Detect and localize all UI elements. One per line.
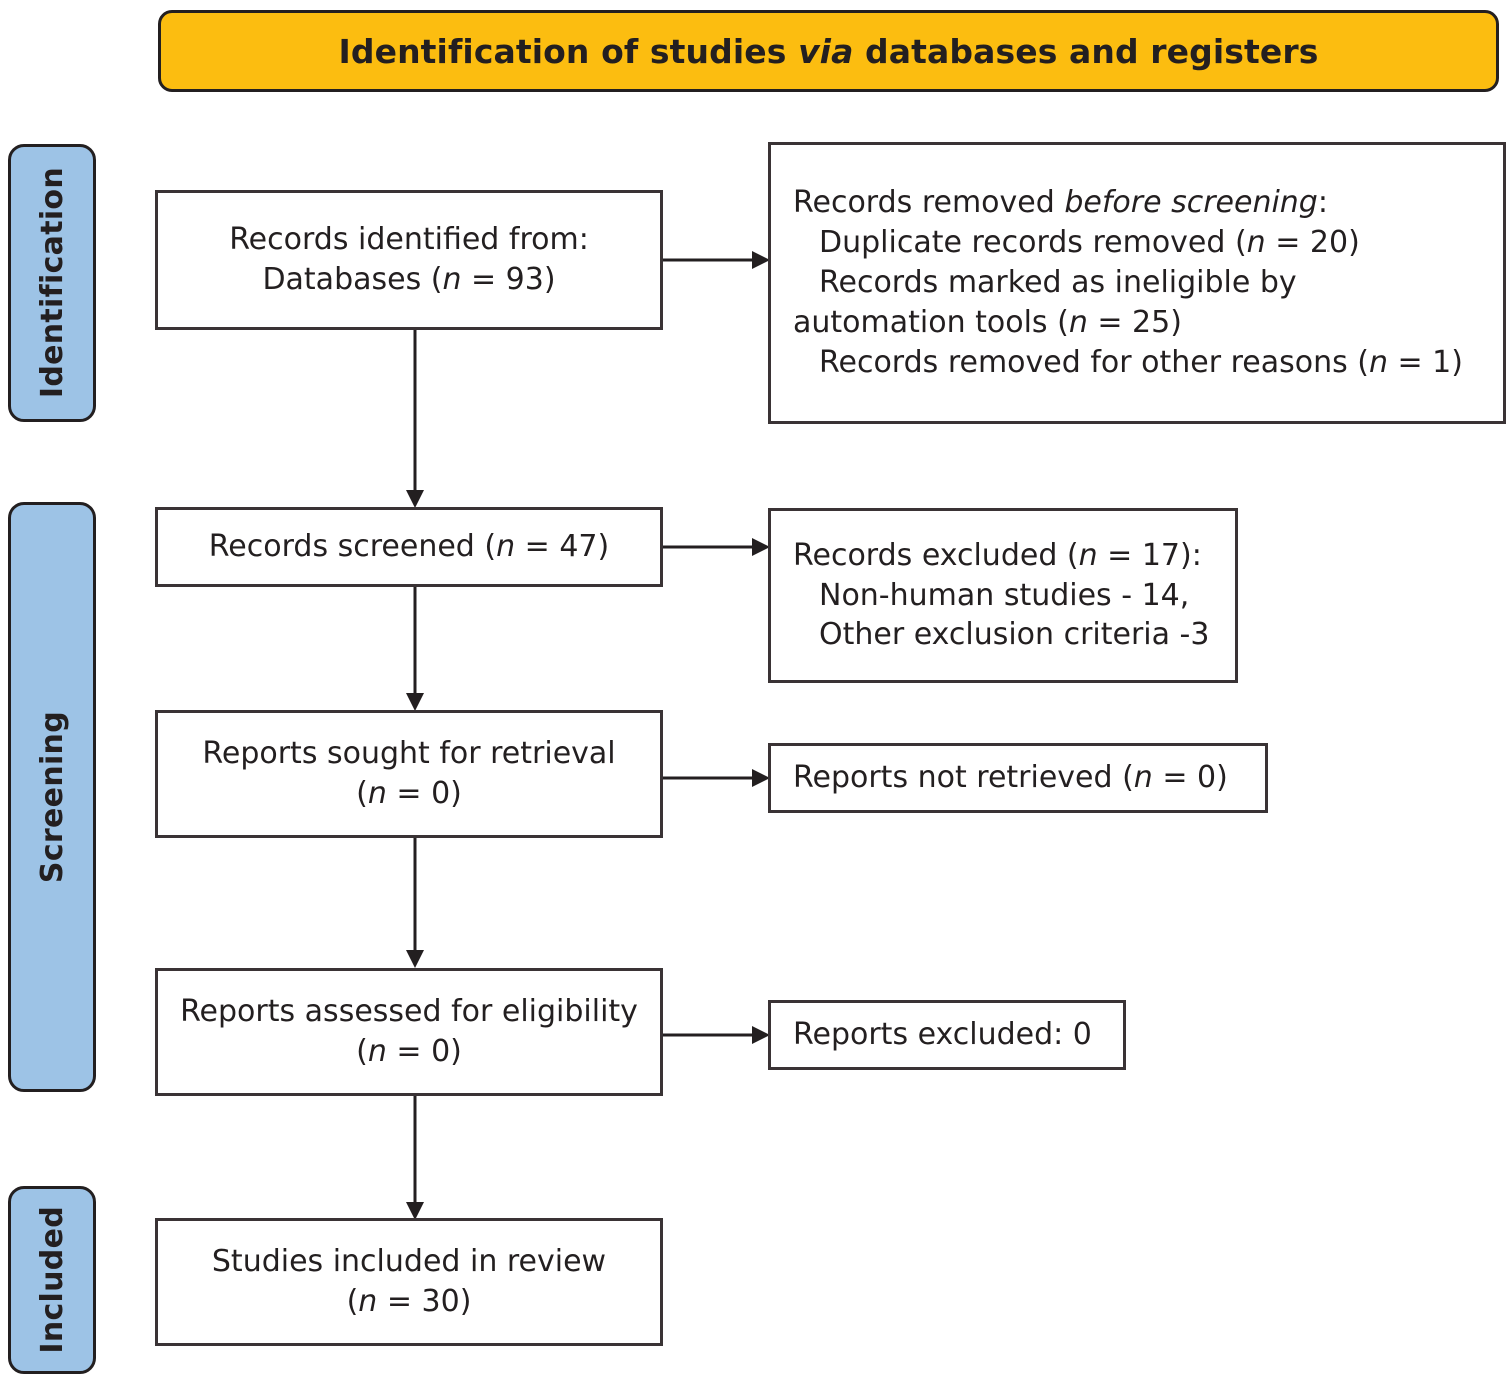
box-line: Records identified from: — [229, 222, 589, 258]
italic-n: n — [367, 776, 387, 811]
box-line: Records screened (n = 47) — [158, 527, 660, 567]
italic-n: n — [358, 1284, 378, 1319]
arrow-identified-to-screened — [401, 330, 429, 510]
line-suffix: = 0) — [386, 776, 462, 811]
box-reports-sought-for-retrieval: Reports sought for retrieval (n = 0) — [155, 710, 663, 838]
line-suffix: = 30) — [377, 1284, 472, 1319]
italic-n: n — [1368, 344, 1388, 380]
line-suffix: = 20) — [1265, 225, 1360, 261]
diagram-title-banner: Identification of studies via databases … — [158, 10, 1499, 92]
box-records-screened: Records screened (n = 47) — [155, 507, 663, 587]
box-line: Non-human studies - 14, — [793, 576, 1225, 616]
box-records-identified: Records identified from: Databases (n = … — [155, 190, 663, 330]
box-line: Reports assessed for eligibility — [180, 994, 638, 1030]
arrow-identified-to-removed — [660, 246, 772, 274]
stage-label-screening: Screening — [8, 502, 96, 1092]
box-line: Reports excluded: 0 — [793, 1017, 1092, 1053]
box-records-removed-before-screening: Records removed before screening: Duplic… — [768, 142, 1506, 424]
line-prefix: automation tools ( — [793, 304, 1069, 340]
box-line: Reports not retrieved (n = 0) — [793, 758, 1255, 798]
arrow-sought-to-assessed — [401, 838, 429, 970]
line-suffix: = 0) — [1152, 760, 1228, 796]
box-line: Records excluded (n = 17): — [793, 536, 1225, 576]
box-line: Duplicate records removed (n = 20) — [793, 223, 1493, 263]
line-prefix: Duplicate records removed ( — [819, 225, 1247, 261]
arrow-screened-to-excluded — [660, 533, 772, 561]
arrow-assessed-to-included — [401, 1096, 429, 1222]
italic-n: n — [1078, 537, 1098, 573]
line-suffix: : — [1317, 185, 1328, 221]
title-suffix: databases and registers — [853, 31, 1319, 71]
box-line: Records removed before screening: — [793, 183, 1493, 223]
title-italic-via: via — [798, 31, 854, 71]
line-text: Records marked as ineligible by — [819, 265, 1297, 301]
line-suffix: = 17): — [1097, 537, 1202, 573]
stage-label-identification: Identification — [8, 144, 96, 422]
line-prefix: Reports not retrieved ( — [793, 760, 1134, 796]
box-reports-excluded: Reports excluded: 0 — [768, 1000, 1126, 1070]
box-line: (n = 0) — [158, 1032, 660, 1072]
arrow-assessed-to-reports-excluded — [660, 1021, 772, 1049]
line-prefix: Records screened ( — [208, 529, 497, 565]
box-studies-included-in-review: Studies included in review (n = 30) — [155, 1218, 663, 1346]
stage-label-included: Included — [8, 1186, 96, 1374]
line-prefix: ( — [346, 1284, 359, 1319]
box-line: Other exclusion criteria -3 — [793, 615, 1225, 655]
box-line: Databases (n = 93) — [158, 260, 660, 300]
box-line: Records marked as ineligible by — [793, 263, 1493, 303]
line-suffix: = 0) — [386, 1034, 462, 1069]
arrow-sought-to-not-retrieved — [660, 764, 772, 792]
box-records-excluded: Records excluded (n = 17): Non-human stu… — [768, 508, 1238, 683]
line-prefix: Records removed — [793, 185, 1065, 221]
line-suffix: = 47) — [515, 529, 610, 565]
line-prefix: Records removed for other reasons ( — [819, 344, 1369, 380]
line-prefix: Databases ( — [262, 262, 443, 297]
box-line: (n = 30) — [158, 1282, 660, 1322]
italic-n: n — [1133, 760, 1153, 796]
italic-before-screening: before screening — [1064, 185, 1318, 221]
line-suffix: = 93) — [461, 262, 556, 297]
line-prefix: Records excluded ( — [793, 537, 1079, 573]
stage-label-text: Identification — [34, 167, 70, 399]
title-prefix: Identification of studies — [338, 31, 799, 71]
italic-n: n — [1068, 304, 1088, 340]
italic-n: n — [1246, 225, 1266, 261]
italic-n: n — [496, 529, 516, 565]
box-line: Studies included in review — [211, 1244, 607, 1280]
stage-label-text: Included — [34, 1206, 70, 1354]
box-reports-assessed-for-eligibility: Reports assessed for eligibility (n = 0) — [155, 968, 663, 1096]
line-prefix: ( — [356, 776, 368, 811]
box-reports-not-retrieved: Reports not retrieved (n = 0) — [768, 743, 1268, 813]
line-suffix: = 25) — [1087, 304, 1182, 340]
line-text: Non-human studies - 14, — [819, 577, 1190, 613]
line-text: Other exclusion criteria -3 — [819, 617, 1210, 653]
box-line: (n = 0) — [158, 774, 660, 814]
arrow-screened-to-sought — [401, 587, 429, 713]
box-line: Reports sought for retrieval — [202, 736, 616, 772]
italic-n: n — [367, 1034, 387, 1069]
stage-label-text: Screening — [34, 710, 70, 884]
line-prefix: ( — [356, 1034, 368, 1069]
italic-n: n — [442, 262, 462, 297]
line-suffix: = 1) — [1387, 344, 1463, 380]
box-line: Records removed for other reasons (n = 1… — [793, 343, 1493, 383]
box-line: automation tools (n = 25) — [793, 303, 1493, 343]
page-title: Identification of studies via databases … — [338, 32, 1318, 71]
